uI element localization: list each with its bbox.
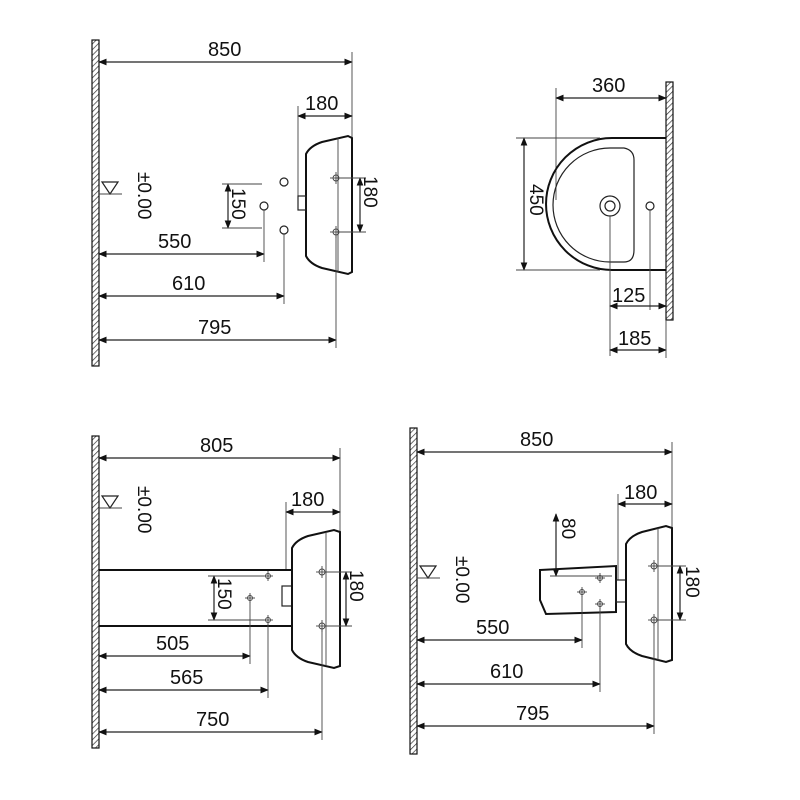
level-marker: ±0.00 [99, 486, 154, 533]
level-marker: ±0.00 [99, 172, 154, 219]
dim-125: 125 [612, 285, 645, 307]
drain-inner [604, 200, 616, 212]
dim-565: 565 [170, 667, 203, 689]
dim-depth: 450 [525, 184, 546, 216]
view-bottom-left: ±0.00 805 180 150 [91, 435, 366, 749]
basin-plan-inner [552, 147, 635, 263]
dim-550: 550 [476, 617, 509, 639]
basin-profile [625, 524, 673, 664]
dim-hole-spacing: 150 [213, 578, 234, 610]
screw-marks [245, 566, 328, 632]
level-label: ±0.00 [133, 172, 154, 219]
dim-depth: 180 [624, 482, 657, 504]
dim-total: 850 [520, 429, 553, 451]
hole-top [279, 177, 289, 187]
dim-550: 550 [158, 231, 191, 253]
wall [409, 427, 418, 755]
dim-total: 850 [208, 39, 241, 61]
tap-hole [645, 201, 655, 211]
bracket-block [615, 579, 627, 603]
dim-80: 80 [557, 518, 578, 539]
screw-marks [577, 560, 660, 626]
dim-depth: 180 [291, 489, 324, 511]
dim-795: 795 [516, 703, 549, 725]
dim-total: 805 [200, 435, 233, 457]
basin-profile [305, 134, 353, 276]
bracket [539, 564, 617, 616]
view-bottom-right: ±0.00 850 180 80 180 [409, 427, 702, 755]
basin-plan-outer [545, 137, 666, 271]
level-label: ±0.00 [133, 486, 154, 533]
view-top-right: 360 450 125 185 [516, 75, 674, 358]
dim-505: 505 [156, 633, 189, 655]
dim-basin-spacing: 180 [345, 570, 366, 602]
wall [91, 39, 100, 367]
level-label: ±0.00 [451, 556, 472, 603]
dim-750: 750 [196, 709, 229, 731]
overflow-block [297, 195, 307, 211]
level-triangle-icon [100, 181, 120, 196]
dim-width: 360 [592, 75, 625, 97]
drain-outer [599, 195, 621, 217]
dim-185: 185 [618, 328, 651, 350]
dim-610: 610 [172, 273, 205, 295]
wall [91, 435, 100, 749]
dim-basin-spacing: 180 [681, 566, 702, 598]
screw-marks [330, 172, 342, 238]
view-top-left: ±0.00 850 180 150 180 [91, 39, 380, 367]
dim-basin-spacing: 180 [359, 176, 380, 208]
basin-profile [291, 528, 341, 670]
dim-hole-spacing: 150 [227, 188, 248, 220]
dim-795: 795 [198, 317, 231, 339]
hole-mid [259, 201, 269, 211]
wall [665, 81, 674, 321]
level-marker: ±0.00 [417, 556, 472, 603]
dim-depth: 180 [305, 93, 338, 115]
dim-610: 610 [490, 661, 523, 683]
hole-bottom [279, 225, 289, 235]
level-triangle-icon [100, 495, 120, 510]
support-block [281, 585, 293, 607]
level-triangle-icon [418, 565, 438, 580]
